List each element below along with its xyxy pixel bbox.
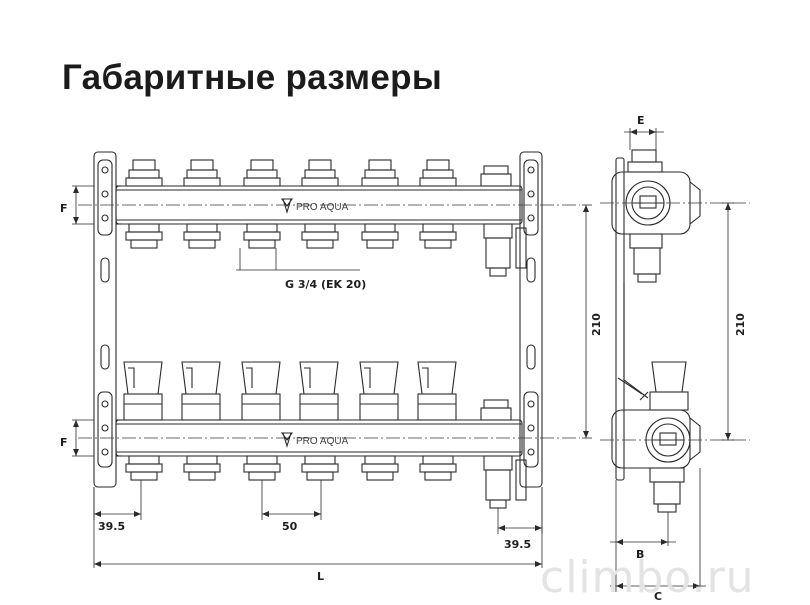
brand-label-bottom: PRO AQUA: [296, 436, 349, 447]
right-bracket: [519, 151, 543, 488]
top-outlet-3: [243, 159, 281, 249]
flow-cap-3: [241, 361, 281, 421]
top-outlets: [125, 159, 457, 249]
end-fittings: [480, 165, 527, 509]
bottom-connectors: [125, 455, 457, 481]
brand-label-top: PRO AQUA: [296, 202, 349, 213]
top-outlet-2: [183, 159, 221, 249]
center-lines: [78, 202, 750, 441]
bottom-flow-caps: [123, 361, 457, 421]
dim-label-end-offset-left: 39.5: [98, 520, 125, 533]
dim-label-height-side: 210: [734, 313, 747, 336]
flow-cap-1: [123, 361, 163, 421]
watermark-text: climbo.ru: [540, 552, 755, 603]
flow-cap-4: [299, 361, 339, 421]
top-outlet-6: [419, 159, 457, 249]
side-view: [611, 149, 701, 513]
dim-label-length: L: [317, 570, 324, 583]
left-bracket: [93, 151, 122, 488]
dim-label-pitch: 50: [282, 520, 298, 533]
dim-label-end-offset-right: 39.5: [504, 538, 531, 551]
top-outlet-5: [361, 159, 399, 249]
dim-label-b: B: [636, 548, 644, 561]
flow-cap-6: [417, 361, 457, 421]
flow-cap-2: [181, 361, 221, 421]
dimension-lines: [72, 128, 734, 592]
page-title: Габаритные размеры: [62, 58, 443, 97]
top-outlet-4: [301, 159, 339, 249]
dim-label-c: C: [654, 590, 662, 603]
dim-label-f-bottom: F: [60, 436, 68, 449]
top-outlet-1: [125, 159, 163, 249]
dim-label-f-top: F: [60, 202, 68, 215]
arrowheads: [73, 129, 731, 589]
brand-logo-top: PRO AQUA: [280, 198, 349, 214]
dim-label-height-front: 210: [590, 313, 603, 336]
dim-label-e: E: [637, 114, 645, 127]
brand-logo-bottom: PRO AQUA: [280, 432, 349, 448]
flow-cap-5: [359, 361, 399, 421]
thread-label: G 3/4 (EK 20): [285, 278, 366, 291]
